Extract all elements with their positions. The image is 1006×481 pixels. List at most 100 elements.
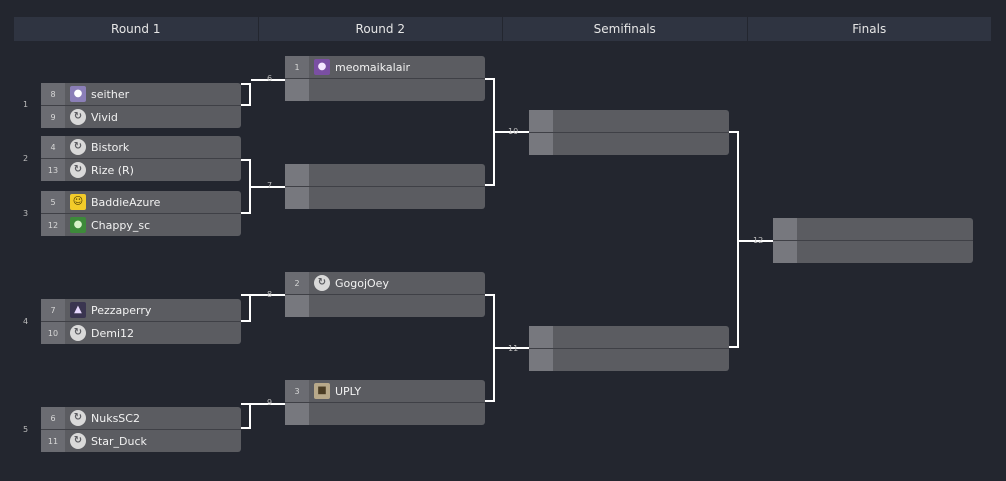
match-1[interactable]: 8 ● seither 9 ↻ Vivid bbox=[41, 83, 241, 128]
match-number-3: 3 bbox=[23, 209, 29, 218]
player-name: Rize (R) bbox=[91, 163, 134, 177]
match-9[interactable]: 3 ■ UPLY bbox=[285, 380, 485, 425]
seed-label: 11 bbox=[41, 430, 65, 452]
match-number-7: 7 bbox=[267, 181, 273, 190]
match-4[interactable]: 7 ▲ Pezzaperry 10 ↻ Demi12 bbox=[41, 299, 241, 344]
seed-label: 10 bbox=[41, 322, 65, 344]
match-12-player-top[interactable] bbox=[773, 218, 973, 240]
seed-label bbox=[285, 403, 309, 425]
seed-label bbox=[529, 349, 553, 371]
player-name: Bistork bbox=[91, 140, 130, 154]
default-avatar-icon: ↻ bbox=[70, 433, 86, 449]
default-avatar-icon: ↻ bbox=[70, 325, 86, 341]
player-name: BaddieAzure bbox=[91, 195, 161, 209]
match-8-player-bottom[interactable] bbox=[285, 294, 485, 317]
seed-label: 8 bbox=[41, 83, 65, 105]
match-5-player-top[interactable]: 6 ↻ NuksSC2 bbox=[41, 407, 241, 429]
match-6-player-bottom[interactable] bbox=[285, 78, 485, 101]
match-4-player-top[interactable]: 7 ▲ Pezzaperry bbox=[41, 299, 241, 321]
round-1-header: Round 1 bbox=[14, 17, 259, 41]
match-11-player-bottom[interactable] bbox=[529, 348, 729, 371]
match-11[interactable] bbox=[529, 326, 729, 371]
bracket-connector-stub bbox=[495, 347, 529, 349]
bracket-connector bbox=[241, 83, 251, 106]
match-5[interactable]: 6 ↻ NuksSC2 11 ↻ Star_Duck bbox=[41, 407, 241, 452]
match-8-player-top[interactable]: 2 ↻ GogojOey bbox=[285, 272, 485, 294]
player-name: GogojOey bbox=[335, 276, 389, 290]
match-8[interactable]: 2 ↻ GogojOey bbox=[285, 272, 485, 317]
player-name: seither bbox=[91, 87, 130, 101]
round-2-header: Round 2 bbox=[258, 17, 503, 41]
match-10-player-top[interactable] bbox=[529, 110, 729, 132]
match-7-player-bottom[interactable] bbox=[285, 186, 485, 209]
bracket-connector bbox=[241, 294, 251, 322]
match-3[interactable]: 5 ☺ BaddieAzure 12 ● Chappy_sc bbox=[41, 191, 241, 236]
match-number-5: 5 bbox=[23, 425, 29, 434]
seed-label bbox=[529, 133, 553, 155]
match-6-player-top[interactable]: 1 ● meomaikalair bbox=[285, 56, 485, 78]
match-number-1: 1 bbox=[23, 100, 29, 109]
bracket-connector bbox=[241, 403, 251, 429]
match-2-player-top[interactable]: 4 ↻ Bistork bbox=[41, 136, 241, 158]
match-12[interactable] bbox=[773, 218, 973, 263]
match-number-8: 8 bbox=[267, 290, 273, 299]
match-2-player-bottom[interactable]: 13 ↻ Rize (R) bbox=[41, 158, 241, 181]
bracket-connector-stub bbox=[251, 294, 285, 296]
seed-label: 13 bbox=[41, 159, 65, 181]
bracket-connector-stub bbox=[495, 131, 529, 133]
bracket-connector-stub bbox=[739, 240, 773, 242]
match-5-player-bottom[interactable]: 11 ↻ Star_Duck bbox=[41, 429, 241, 452]
match-7-player-top[interactable] bbox=[285, 164, 485, 186]
seed-label bbox=[285, 164, 309, 186]
match-1-player-top[interactable]: 8 ● seither bbox=[41, 83, 241, 105]
ghost-avatar-icon: ● bbox=[70, 86, 86, 102]
frog-avatar-icon: ● bbox=[70, 217, 86, 233]
match-7[interactable] bbox=[285, 164, 485, 209]
player-name: NuksSC2 bbox=[91, 411, 140, 425]
player-name: Vivid bbox=[91, 110, 118, 124]
player-name: Chappy_sc bbox=[91, 218, 151, 232]
match-11-player-top[interactable] bbox=[529, 326, 729, 348]
default-avatar-icon: ↻ bbox=[70, 162, 86, 178]
anime-avatar-icon: ▲ bbox=[70, 302, 86, 318]
match-1-player-bottom[interactable]: 9 ↻ Vivid bbox=[41, 105, 241, 128]
bracket-connector bbox=[241, 159, 251, 214]
default-avatar-icon: ↻ bbox=[70, 139, 86, 155]
match-9-player-bottom[interactable] bbox=[285, 402, 485, 425]
match-3-player-bottom[interactable]: 12 ● Chappy_sc bbox=[41, 213, 241, 236]
default-avatar-icon: ↻ bbox=[314, 275, 330, 291]
match-6[interactable]: 1 ● meomaikalair bbox=[285, 56, 485, 101]
match-3-player-top[interactable]: 5 ☺ BaddieAzure bbox=[41, 191, 241, 213]
seed-label bbox=[529, 110, 553, 132]
semifinals-header: Semifinals bbox=[503, 17, 748, 41]
player-name: UPLY bbox=[335, 384, 362, 398]
smiley-avatar-icon: ☺ bbox=[70, 194, 86, 210]
match-2[interactable]: 4 ↻ Bistork 13 ↻ Rize (R) bbox=[41, 136, 241, 181]
purple-creature-avatar-icon: ● bbox=[314, 59, 330, 75]
seed-label: 9 bbox=[41, 106, 65, 128]
seed-label: 2 bbox=[285, 272, 309, 294]
match-10-player-bottom[interactable] bbox=[529, 132, 729, 155]
match-number-4: 4 bbox=[23, 317, 29, 326]
bracket-connector bbox=[485, 78, 495, 186]
player-name: Star_Duck bbox=[91, 434, 147, 448]
player-name: Pezzaperry bbox=[91, 303, 152, 317]
match-4-player-bottom[interactable]: 10 ↻ Demi12 bbox=[41, 321, 241, 344]
match-10[interactable] bbox=[529, 110, 729, 155]
match-12-player-bottom[interactable] bbox=[773, 240, 973, 263]
seed-label: 5 bbox=[41, 191, 65, 213]
player-name: meomaikalair bbox=[335, 60, 411, 74]
uply-avatar-icon: ■ bbox=[314, 383, 330, 399]
default-avatar-icon: ↻ bbox=[70, 410, 86, 426]
seed-label: 3 bbox=[285, 380, 309, 402]
seed-label: 12 bbox=[41, 214, 65, 236]
seed-label bbox=[285, 79, 309, 101]
seed-label: 7 bbox=[41, 299, 65, 321]
round-header-row: Round 1 Round 2 Semifinals Finals bbox=[14, 17, 991, 41]
seed-label bbox=[773, 218, 797, 240]
bracket-connector-stub bbox=[251, 186, 285, 188]
seed-label: 4 bbox=[41, 136, 65, 158]
match-number-6: 6 bbox=[267, 74, 273, 83]
match-9-player-top[interactable]: 3 ■ UPLY bbox=[285, 380, 485, 402]
player-name: Demi12 bbox=[91, 326, 135, 340]
